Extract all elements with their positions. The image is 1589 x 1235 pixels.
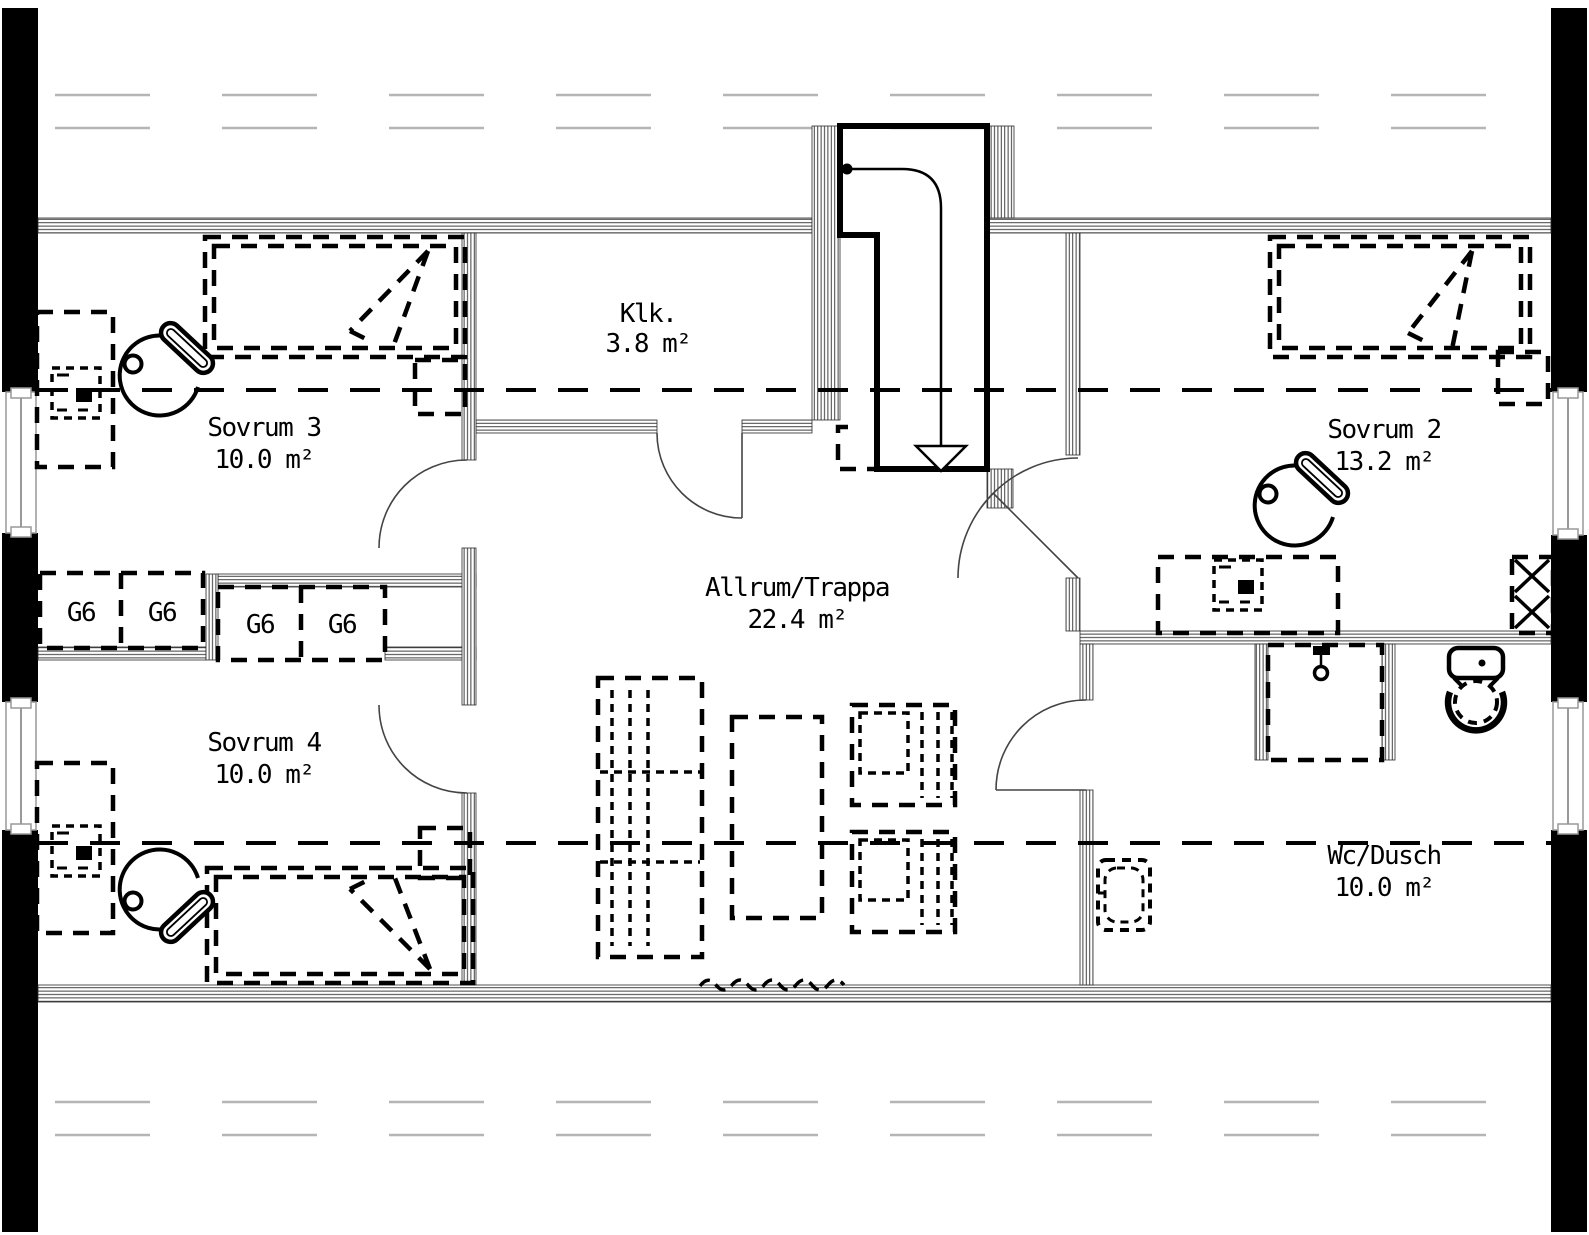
room-area-wc: 10.0 m² [1334,873,1433,903]
door-wc [995,699,1087,791]
desk-chair-sovrum4 [120,850,217,946]
wardrobe-label-4: G6 [328,610,356,640]
sofa [595,675,705,960]
ceiling-height-lines [38,388,1551,845]
armchair-bottom [849,829,958,935]
room-label-sovrum4: Sovrum 4 [207,728,321,758]
stair-under-storage-outline [835,424,874,472]
staircase [835,123,990,473]
nightstand-sovrum4 [417,825,473,881]
room-label-klk: Klk. [620,299,677,329]
window-left-bottom [5,697,37,835]
coffee-table [729,714,825,921]
door-sovrum4 [378,704,468,794]
door-sovrum3 [378,459,468,549]
wardrobe-label-3: G6 [246,610,274,640]
desk-sovrum3 [34,309,116,470]
computer-icon-sovrum2 [1212,558,1264,612]
eaves-lines [55,93,1534,1137]
computer-icon-sovrum4 [50,824,102,878]
room-area-sovrum2: 13.2 m² [1334,447,1433,477]
room-area-sovrum3: 10.0 m² [214,445,313,475]
room-area-sovrum4: 10.0 m² [214,760,313,790]
door-klk [656,432,743,519]
wardrobe-label-1: G6 [67,598,95,628]
stair-down-arrow-icon [841,163,970,473]
door-sovrum2 [957,457,1079,579]
bed-sovrum3 [202,234,468,360]
desk-sovrum2 [1155,554,1341,636]
wardrobe-label-2: G6 [148,598,176,628]
window-right-top [1552,387,1584,540]
bed-sovrum2 [1267,234,1533,360]
radiator-wavy-line [698,978,846,992]
nightstand-sovrum2 [1495,349,1551,407]
room-area-klk: 3.8 m² [606,329,691,359]
armchair-top [849,702,958,808]
wardrobe-pair-right [215,584,388,663]
wardrobe-pair-left [37,570,206,651]
room-label-sovrum2: Sovrum 2 [1327,415,1440,445]
laundry-chute-icon [1509,554,1556,636]
toilet-icon [1444,645,1508,734]
desk-chair-sovrum3 [120,319,217,415]
labels: Sovrum 3 10.0 m² Klk. 3.8 m² Sovrum 2 13… [67,299,1442,903]
exterior-gable-walls [2,8,1587,1232]
room-label-allrum: Allrum/Trappa [705,573,889,603]
room-area-allrum: 22.4 m² [747,605,846,635]
doors [378,432,1087,794]
window-right-bottom [1552,697,1584,835]
room-label-sovrum3: Sovrum 3 [207,413,320,443]
computer-icon-sovrum3 [50,366,102,420]
nightstand-sovrum3 [412,357,468,417]
sink-icon [1096,858,1152,932]
bed-sovrum4 [204,865,476,986]
window-left-top [5,387,37,538]
room-label-wc: Wc/Dusch [1327,841,1440,871]
shower-icon [1265,642,1385,763]
desk-sovrum4 [34,760,116,936]
